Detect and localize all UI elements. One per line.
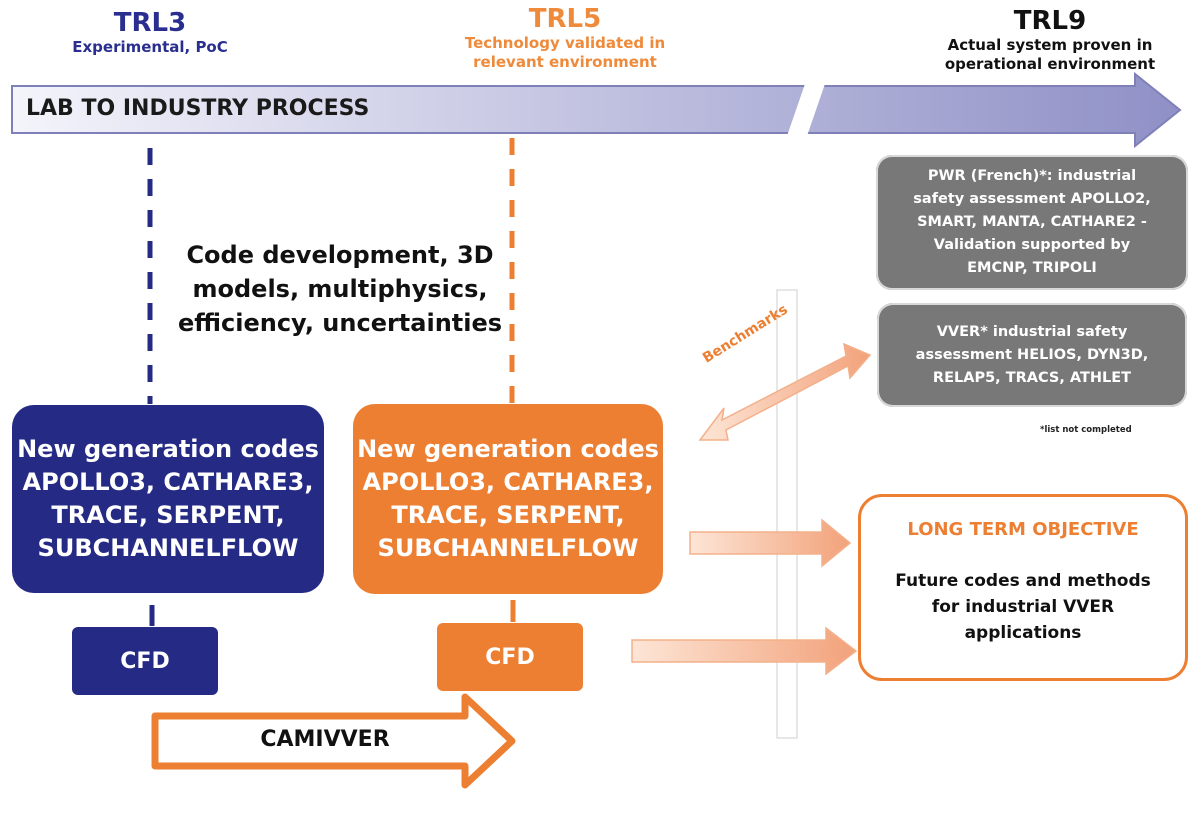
timeline-break [778, 55, 835, 162]
trl9-header: TRL9 Actual system proven in operational… [900, 6, 1200, 74]
pwr-line: SMART, MANTA, CATHARE2 - [917, 214, 1147, 230]
pwr-line: EMCNP, TRIPOLI [967, 260, 1097, 276]
footnote: *list not completed [1040, 425, 1132, 435]
code-development-line: efficiency, uncertainties [177, 309, 503, 337]
trl5-subtitle-line: relevant environment [473, 53, 657, 71]
trl3-header: TRL3 Experimental, PoC [60, 8, 240, 57]
box-line: SUBCHANNELFLOW [377, 534, 639, 562]
benchmarks-double-arrow [698, 342, 872, 441]
box-line: APOLLO3, CATHARE3, [362, 468, 654, 496]
long-term-objective-title: LONG TERM OBJECTIVE [907, 519, 1139, 540]
trl5-header: TRL5 Technology validated in relevant en… [440, 4, 690, 72]
code-development-line: Code development, 3D [186, 241, 494, 269]
process-label: LAB TO INDUSTRY PROCESS [26, 96, 370, 121]
cfd-orange-box: CFD [437, 623, 583, 691]
vver-assessment-box: VVER* industrial safety assessment HELIO… [877, 303, 1187, 407]
trl5-subtitle-line: Technology validated in [464, 34, 666, 52]
trl9-subtitle-line: operational environment [944, 55, 1156, 73]
pwr-line: Validation supported by [933, 237, 1131, 253]
trl3-subtitle: Experimental, PoC [72, 38, 228, 56]
code-development-text: Code development, 3D models, multiphysic… [170, 238, 510, 340]
pwr-line: PWR (French)*: industrial [927, 168, 1137, 184]
objective-line: applications [964, 623, 1082, 643]
arrow-to-objective-lower [631, 626, 858, 676]
box-line: SUBCHANNELFLOW [37, 534, 299, 562]
arrow-to-objective-upper [689, 518, 852, 568]
vver-line: VVER* industrial safety [936, 323, 1128, 340]
box-line: New generation codes [17, 435, 319, 463]
long-term-objective-box: LONG TERM OBJECTIVE Future codes and met… [858, 494, 1188, 681]
pwr-line: safety assessment APOLLO2, [913, 191, 1151, 207]
box-line: New generation codes [357, 435, 659, 463]
camivver-label: CAMIVVER [260, 727, 390, 752]
cfd-blue-box: CFD [72, 627, 218, 695]
box-line: APOLLO3, CATHARE3, [22, 468, 314, 496]
trl5-title: TRL5 [528, 4, 602, 34]
box-line: TRACE, SERPENT, [51, 501, 285, 529]
trl9-subtitle-line: Actual system proven in [947, 36, 1153, 54]
objective-line: for industrial VVER [931, 597, 1115, 617]
trl3-title: TRL3 [113, 8, 187, 38]
pwr-assessment-box: PWR (French)*: industrial safety assessm… [876, 155, 1188, 290]
new-generation-codes-orange-box: New generation codes APOLLO3, CATHARE3, … [353, 404, 663, 594]
long-term-objective-body: Future codes and methods for industrial … [861, 568, 1185, 646]
camivver-arrow [151, 693, 516, 789]
objective-line: Future codes and methods [895, 571, 1151, 591]
separator-bar [776, 289, 798, 739]
code-development-line: models, multiphysics, [192, 275, 488, 303]
vver-line: assessment HELIOS, DYN3D, [915, 346, 1149, 363]
process-arrow [11, 71, 1182, 149]
box-line: TRACE, SERPENT, [391, 501, 625, 529]
vver-line: RELAP5, TRACS, ATHLET [932, 369, 1132, 386]
new-generation-codes-blue-box: New generation codes APOLLO3, CATHARE3, … [12, 405, 324, 593]
trl9-title: TRL9 [1013, 6, 1087, 36]
